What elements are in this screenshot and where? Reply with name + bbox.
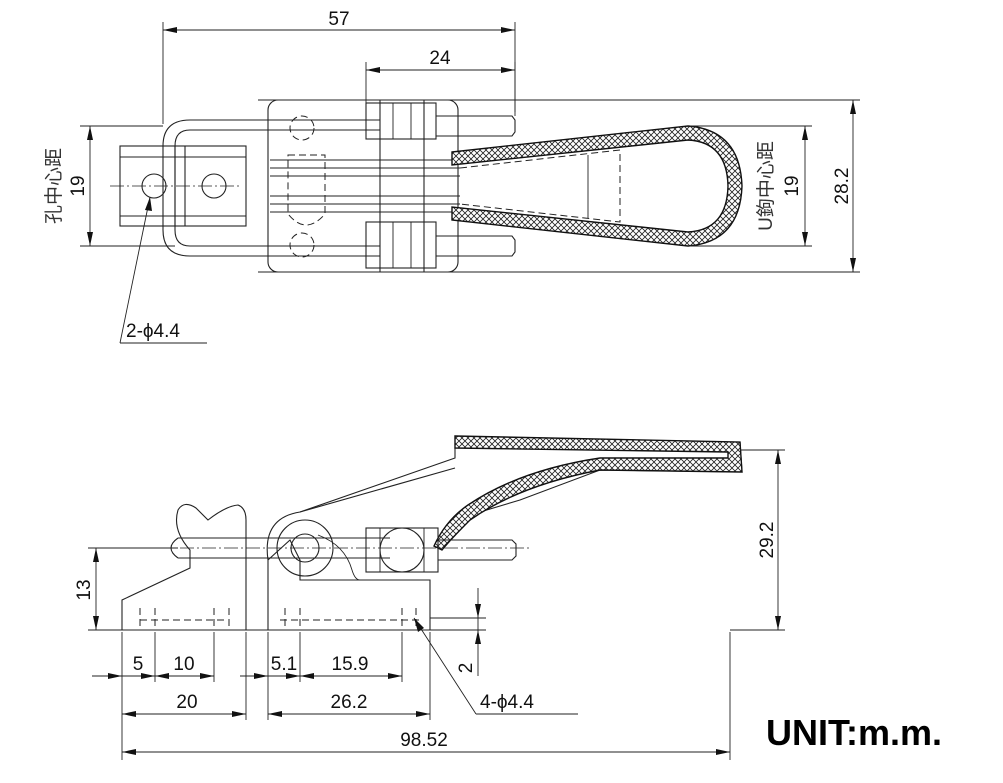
dim-98-52: 98.52 (122, 730, 730, 755)
unit-label: UNIT:m.m. (766, 712, 942, 753)
dim-u-pitch: 19 U鉤中心距 (690, 125, 812, 247)
dim-2-label: 2 (456, 663, 477, 674)
leader-4-hole: 4-ϕ4.4 (413, 617, 578, 715)
hole-callout-top: 2-ϕ4.4 (126, 321, 180, 342)
side-hole-hidden-lines (139, 608, 417, 630)
side-handle-grip (433, 435, 743, 551)
dim-10-label: 10 (173, 654, 194, 675)
dim-5-1-label: 5.1 (271, 654, 297, 675)
dim-13: 13 (74, 547, 178, 630)
side-adjust-nut (365, 527, 517, 573)
dim-13-label: 13 (74, 579, 95, 600)
hole-callout-side: 4-ϕ4.4 (480, 692, 534, 713)
dim-29-2-label: 29.2 (757, 522, 778, 559)
dim-24-label: 24 (429, 48, 451, 69)
top-adjust-nuts (365, 100, 516, 272)
top-view: 57 24 19 孔中心距 19 (43, 9, 860, 344)
dim-57-label: 57 (328, 9, 349, 30)
dim-hole-pitch-label: 19 (68, 175, 89, 196)
dim-29-2: 29.2 (740, 449, 785, 630)
dim-2: 2 (430, 588, 486, 676)
dim-28-2: 28.2 (832, 100, 856, 272)
dim-hole-pitch: 19 孔中心距 (43, 125, 175, 247)
u-pitch-cjk-label: U鉤中心距 (755, 141, 777, 231)
top-u-hook-wire (162, 119, 380, 257)
dim-5-label: 5 (133, 654, 144, 675)
dim-u-pitch-label: 19 (782, 175, 803, 196)
leader-2-hole: 2-ϕ4.4 (119, 196, 207, 344)
dim-row-small: 5 10 5.1 15.9 (92, 654, 402, 679)
dim-26-2-label: 26.2 (331, 692, 368, 713)
side-view: 13 29.2 2 (74, 435, 785, 760)
dim-98-52-label: 98.52 (400, 730, 448, 751)
dim-15-9-label: 15.9 (332, 654, 369, 675)
dim-28-2-label: 28.2 (832, 168, 853, 205)
dim-24: 24 (365, 48, 516, 112)
hole-pitch-cjk-label: 孔中心距 (43, 148, 65, 224)
dim-57: 57 (162, 9, 516, 124)
top-handle-grip (451, 125, 743, 247)
dim-20-label: 20 (176, 692, 197, 713)
dim-row-medium: 20 26.2 (122, 692, 430, 717)
side-latch-plate (121, 503, 247, 630)
